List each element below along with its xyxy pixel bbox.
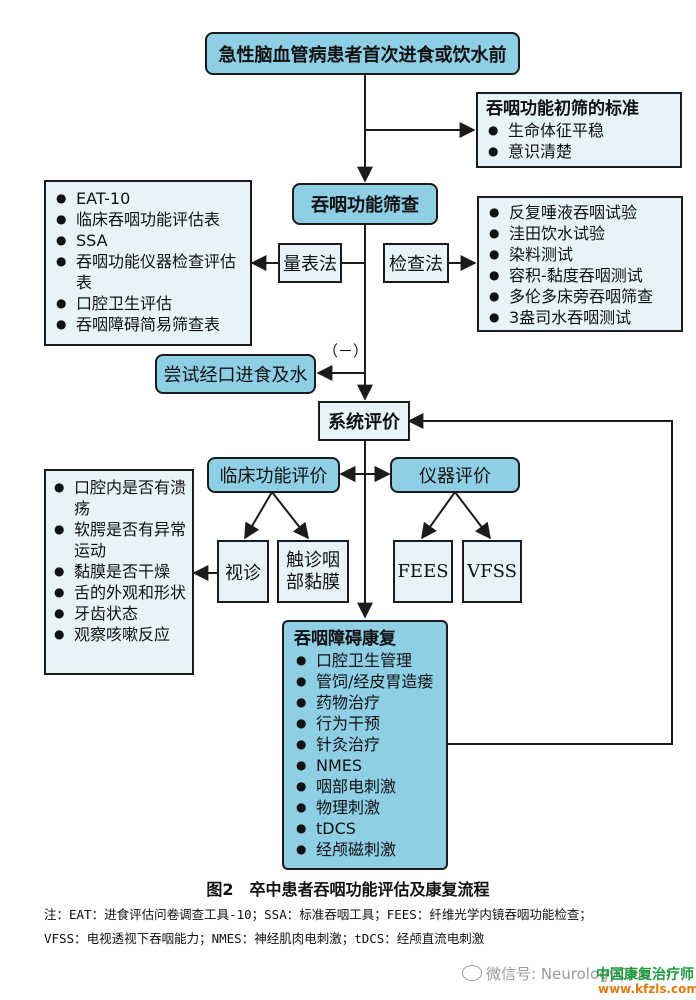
instrument-eval-node: 仪器评价 [390, 457, 520, 493]
arrow-to-vfss [454, 491, 491, 540]
scale-item: EAT-10 [54, 188, 242, 209]
scale-method-node: 量表法 [278, 243, 342, 283]
rehab-item: 经颅磁刺激 [294, 839, 436, 860]
visual-list-box: 口腔内是否有溃疡 软腭是否有异常运动 黏膜是否干燥 舌的外观和形状 牙齿状态 观… [44, 469, 194, 675]
exam-item: 染料测试 [487, 244, 673, 265]
criteria-item: 意识清楚 [486, 141, 672, 162]
site-logo-name: 中国康复治疗师 [596, 967, 694, 983]
arrow-to-palpation [271, 491, 309, 540]
figure-caption: 图2 卒中患者吞咽功能评估及康复流程 [206, 880, 490, 899]
rehab-item: 物理刺激 [294, 797, 436, 818]
wechat-watermark-text: 微信号: NeurologyClub [486, 965, 652, 983]
exam-method-node: 检查法 [383, 243, 449, 283]
start-node-label: 急性脑血管病患者首次进食或饮水前 [218, 44, 507, 66]
rehab-item: 行为干预 [294, 713, 436, 734]
visual-item: 舌的外观和形状 [52, 582, 186, 603]
scale-item: 临床吞咽功能评估表 [54, 209, 242, 230]
visual-item: 黏膜是否干燥 [52, 561, 186, 582]
rehab-item: tDCS [294, 818, 436, 839]
rehab-item: NMES [294, 755, 436, 776]
visual-inspection-node: 视诊 [217, 540, 269, 603]
negative-result-label: （－） [323, 342, 369, 360]
scale-item: 口腔卫生评估 [54, 293, 242, 314]
vfss-node: VFSS [462, 540, 522, 603]
rehab-item: 口腔卫生管理 [294, 650, 436, 671]
rehab-item: 管饲/经皮胃造瘘 [294, 671, 436, 692]
exam-method-label: 检查法 [389, 254, 443, 275]
visual-item: 牙齿状态 [52, 603, 186, 624]
system-eval-node: 系统评价 [318, 401, 410, 441]
visual-item: 观察咳嗽反应 [52, 624, 186, 645]
clinical-eval-node: 临床功能评价 [207, 457, 340, 493]
visual-item: 口腔内是否有溃疡 [52, 477, 186, 519]
scale-list-box: EAT-10 临床吞咽功能评估表 SSA 吞咽功能仪器检查评估表 口腔卫生评估 … [44, 180, 252, 346]
exam-item: 反复唾液吞咽试验 [487, 202, 673, 223]
fees-label: FEES [397, 561, 449, 582]
palpation-node: 触诊咽 部黏膜 [277, 540, 349, 603]
instrument-eval-label: 仪器评价 [419, 466, 491, 487]
arrow-to-fees [421, 491, 456, 540]
oral-trial-label: 尝试经口进食及水 [163, 365, 308, 386]
start-node: 急性脑血管病患者首次进食或饮水前 [205, 32, 520, 75]
exam-item: 容积-黏度吞咽测试 [487, 265, 673, 286]
system-eval-label: 系统评价 [328, 412, 400, 433]
exam-list-box: 反复唾液吞咽试验 洼田饮水试验 染料测试 容积-黏度吞咽测试 多伦多床旁吞咽筛查… [477, 196, 683, 332]
vfss-label: VFSS [467, 561, 517, 582]
rehab-list: 口腔卫生管理 管饲/经皮胃造瘘 药物治疗 行为干预 针灸治疗 NMES 咽部电刺… [294, 650, 436, 860]
abbreviation-note-line1: 注：EAT：进食评估问卷调查工具-10；SSA：标准吞咽工具；FEES：纤维光学… [44, 907, 592, 922]
exam-item: 多伦多床旁吞咽筛查 [487, 286, 673, 307]
criteria-item: 生命体征平稳 [486, 120, 672, 141]
screening-node: 吞咽功能筛查 [292, 183, 438, 225]
rehab-item: 咽部电刺激 [294, 776, 436, 797]
wechat-icon [462, 965, 482, 981]
palpation-label-line2: 部黏膜 [286, 571, 340, 593]
visual-list: 口腔内是否有溃疡 软腭是否有异常运动 黏膜是否干燥 舌的外观和形状 牙齿状态 观… [52, 477, 186, 645]
clinical-eval-label: 临床功能评价 [219, 466, 328, 487]
criteria-box: 吞咽功能初筛的标准 生命体征平稳 意识清楚 [476, 92, 682, 168]
scale-method-label: 量表法 [283, 254, 337, 275]
wechat-watermark: 微信号: NeurologyClub [462, 963, 651, 984]
arrow-feedback-loop [407, 413, 673, 745]
scale-item: 吞咽障碍简易筛查表 [54, 314, 242, 335]
screening-label: 吞咽功能筛查 [311, 195, 419, 216]
exam-item: 3盎司水吞咽测试 [487, 307, 673, 328]
rehab-item: 针灸治疗 [294, 734, 436, 755]
criteria-list: 生命体征平稳 意识清楚 [486, 120, 672, 162]
rehab-item: 药物治疗 [294, 692, 436, 713]
scale-list: EAT-10 临床吞咽功能评估表 SSA 吞咽功能仪器检查评估表 口腔卫生评估 … [54, 188, 242, 335]
oral-trial-node: 尝试经口进食及水 [155, 354, 316, 394]
scale-item: 吞咽功能仪器检查评估表 [54, 251, 242, 293]
site-logo-url: www.kfzls.com [598, 982, 696, 996]
scale-item: SSA [54, 230, 242, 251]
fees-node: FEES [393, 540, 453, 603]
rehab-box: 吞咽障碍康复 口腔卫生管理 管饲/经皮胃造瘘 药物治疗 行为干预 针灸治疗 NM… [282, 620, 448, 870]
criteria-title: 吞咽功能初筛的标准 [486, 99, 639, 119]
exam-list: 反复唾液吞咽试验 洼田饮水试验 染料测试 容积-黏度吞咽测试 多伦多床旁吞咽筛查… [487, 202, 673, 328]
visual-inspection-label: 视诊 [225, 562, 261, 584]
abbreviation-note-line2: VFSS：电视透视下吞咽能力；NMES：神经肌肉电刺激；tDCS：经颅直流电刺激 [44, 931, 485, 946]
exam-item: 洼田饮水试验 [487, 223, 673, 244]
rehab-title: 吞咽障碍康复 [294, 629, 396, 649]
palpation-label-line1: 触诊咽 [286, 549, 340, 571]
arrow-to-visual [244, 491, 273, 540]
visual-item: 软腭是否有异常运动 [52, 519, 186, 561]
